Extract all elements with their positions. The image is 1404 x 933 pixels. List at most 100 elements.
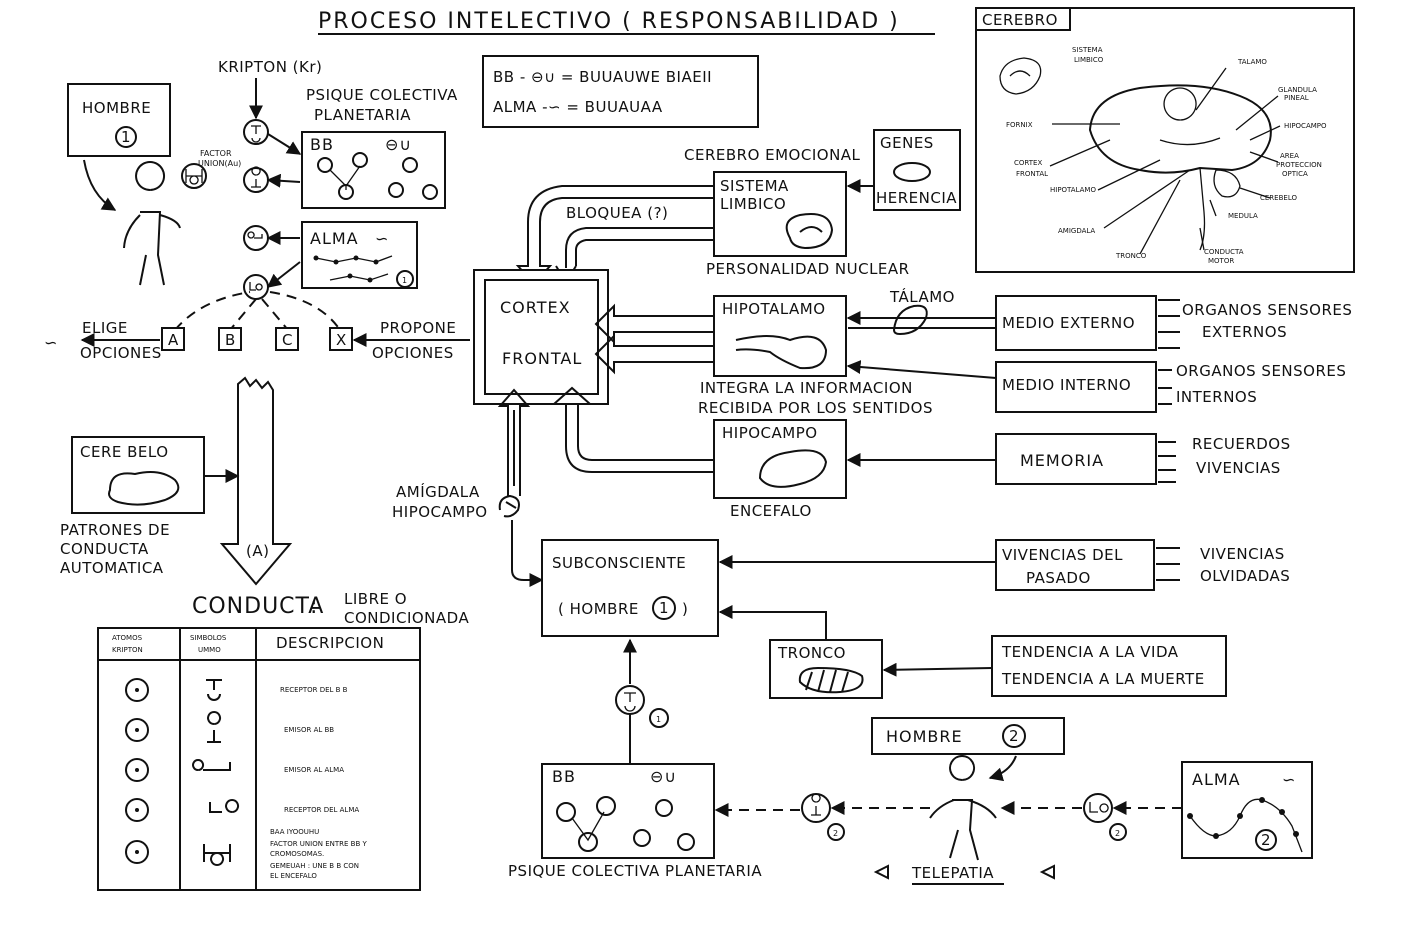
herencia-label: HERENCIA [876, 189, 957, 207]
externo-input-lines [1158, 300, 1180, 348]
psique-top-label-1: PSIQUE COLECTIVA [306, 86, 458, 104]
encefalo-label: ENCEFALO [730, 502, 812, 520]
cortex-label: CORTEX [500, 298, 571, 317]
receptor-alma-number: 2 [1115, 829, 1120, 838]
option-b-label: B [225, 331, 236, 349]
frontal-label: FRONTAL [502, 349, 582, 368]
memoria-input-lines [1158, 442, 1176, 482]
patrones-label-3: AUTOMATICA [60, 559, 164, 577]
factor-union-glyph [186, 169, 202, 184]
amigdala-label-1: AMÍGDALA [396, 482, 480, 501]
organos-internos-2: INTERNOS [1176, 388, 1257, 406]
table-row-5-line-2: CROMOSOMAS. [270, 850, 324, 858]
bb-box-bottom-symbol: ⊖∪ [650, 767, 677, 786]
hombre-2-label: HOMBRE [886, 727, 963, 746]
receptor-bb-glyph [251, 126, 261, 142]
table-row-5-line-1: FACTOR UNION ENTRE BB Y [270, 840, 367, 848]
bb-box-top-symbol: ⊖∪ [385, 135, 412, 154]
telepatia-left-arrow-icon [876, 866, 888, 878]
bb-to-kr-arrow [268, 180, 300, 182]
brain-label-tronco: TRONCO [1115, 252, 1147, 260]
vivencias-olvidadas-1: VIVENCIAS [1200, 545, 1285, 563]
table-row-2: EMISOR AL BB [284, 726, 334, 734]
conducta-colon: : [310, 594, 317, 619]
psique-bottom-label: PSIQUE COLECTIVA PLANETARIA [508, 862, 762, 880]
brain-label-hipotalamo: HIPOTALAMO [1050, 186, 1096, 194]
brain-label-pineal: PINEAL [1284, 94, 1309, 102]
table-row-1: RECEPTOR DEL B B [280, 686, 348, 694]
subconsciente-paren: ) [682, 600, 688, 618]
hipotalamo-label: HIPOTALAMO [722, 300, 826, 318]
emisor-bb-bottom-glyph [811, 794, 821, 815]
recuerdos-label: RECUERDOS [1192, 435, 1291, 453]
elige-label-2: OPCIONES [80, 344, 162, 362]
talamo-shape [894, 306, 927, 334]
tronco-label: TRONCO [777, 644, 846, 662]
option-a-label: A [168, 331, 179, 349]
personalidad-nuclear-label: PERSONALIDAD NUCLEAR [706, 260, 910, 278]
cerebro-inset-box [976, 8, 1354, 272]
propone-label-1: PROPONE [380, 319, 456, 337]
hombre-1-number: 1 [121, 128, 131, 146]
integra-label-1: INTEGRA LA INFORMACION [700, 379, 913, 397]
receptor-alma-glyph [250, 282, 262, 290]
organos-externos-2: EXTERNOS [1202, 323, 1287, 341]
conducta-title: CONDUCTA [192, 594, 324, 619]
tendencia-muerte: TENDENCIA A LA MUERTE [1001, 670, 1205, 688]
arrow-a-label: (A) [246, 542, 269, 560]
subconsciente-number: 1 [659, 599, 669, 617]
emisor-bb-glyph [251, 167, 261, 187]
sistema-limbico-label-1: SISTEMA [720, 177, 789, 195]
cerebro-emocional-label: CEREBRO EMOCIONAL [684, 146, 861, 164]
table-header-ummo: UMMO [198, 646, 221, 654]
receptor-bb-bottom-glyph [624, 693, 636, 711]
kr-to-bb-arrow [268, 134, 300, 154]
alma-box-bottom-label: ALMA [1192, 770, 1241, 789]
cerebro-inset-title: CEREBRO [982, 11, 1058, 29]
human-figure-2-icon [930, 756, 996, 860]
table-row-5-title: BAA IYOOUHU [270, 828, 319, 836]
elige-label-1: ELIGE [82, 319, 128, 337]
hipotalamo-to-cortex-arrow-2 [596, 336, 714, 372]
emisor-alma-glyph [248, 232, 262, 238]
cerebelo-label: CERE BELO [80, 443, 169, 461]
psique-top-label-2: PLANETARIA [314, 106, 411, 124]
options-dashed-links [175, 292, 340, 330]
table-header-kripton: KRIPTON [112, 646, 143, 654]
emisor-number: 2 [833, 829, 838, 838]
brain-label-cortex: CORTEX [1014, 159, 1042, 167]
alma-box-bottom-symbol: ∽ [1282, 770, 1296, 789]
symbols-table [98, 628, 420, 890]
receptor-number: 1 [656, 715, 661, 724]
propone-label-2: OPCIONES [372, 344, 454, 362]
bloquea-label: BLOQUEA (?) [566, 204, 668, 222]
option-x-label: X [336, 331, 347, 349]
table-row-5-line-4: EL ENCEFALO [270, 872, 317, 880]
diagram-title: PROCESO INTELECTIVO ( RESPONSABILIDAD ) [318, 9, 900, 34]
table-row-5-line-3: GEMEUAH : UNE B B CON [270, 862, 359, 870]
genes-label: GENES [880, 134, 934, 152]
human-figure-1-icon [124, 162, 180, 285]
telepatia-right-arrow-icon [1042, 866, 1054, 878]
interno-to-hipotalamo-arrow [848, 366, 996, 378]
brain-label-proteccion: PROTECCION [1276, 161, 1322, 169]
hombre-1-label: HOMBRE [82, 99, 151, 117]
alma-box-top-number: 1 [402, 276, 407, 285]
amigdala-shape [500, 496, 519, 516]
brain-label-sistema: SISTEMA [1072, 46, 1103, 54]
tronco-to-subconsciente-arrow [720, 612, 826, 640]
brain-label-amigdala: AMIGDALA [1058, 227, 1095, 235]
hombre-2-arrow [990, 756, 1016, 778]
legend-line-2: ALMA -∽ = BUUAUAA [493, 98, 663, 116]
amigdala-up-arrow [500, 390, 528, 496]
brain-label-conducta: CONDUCTA [1204, 248, 1244, 256]
factor-union-label-1: FACTOR [200, 149, 232, 158]
alma-box-top-label: ALMA [310, 229, 359, 248]
interno-input-lines [1158, 370, 1172, 404]
subconsciente-label: SUBCONSCIENTE [552, 554, 686, 572]
medio-interno-label: MEDIO INTERNO [1002, 376, 1131, 394]
patrones-label-2: CONDUCTA [60, 540, 149, 558]
bb-box-bottom-label: BB [552, 767, 576, 786]
brain-label-talamo: TALAMO [1237, 58, 1267, 66]
table-header-atomos: ATOMOS [112, 634, 143, 642]
